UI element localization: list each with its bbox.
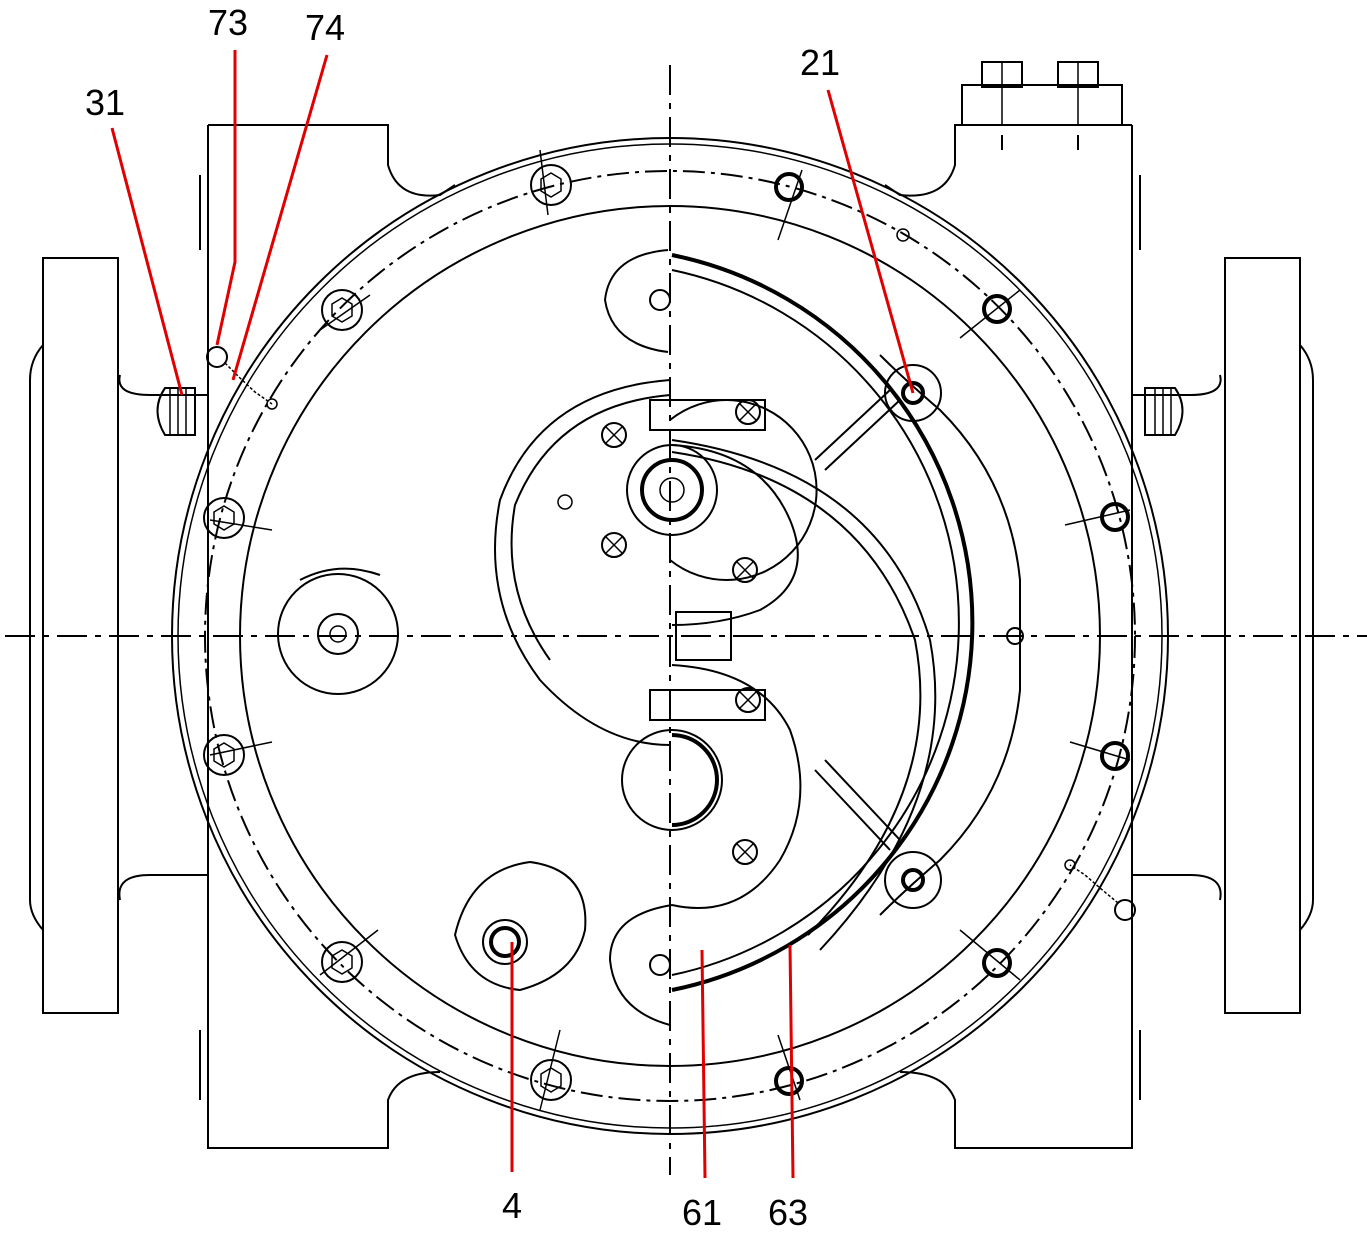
small-bolts xyxy=(557,289,1024,976)
leader-61 xyxy=(700,949,707,1179)
callout-63: 63 xyxy=(768,1192,808,1233)
right-plug xyxy=(1144,387,1184,436)
leader-31 xyxy=(110,127,184,396)
left-cover-bolts xyxy=(203,164,572,1101)
seal-wires xyxy=(206,346,1136,921)
tick-marks xyxy=(209,149,1131,1111)
left-plug xyxy=(156,387,196,436)
callout-21: 21 xyxy=(800,42,840,83)
rotor-chamber xyxy=(671,253,1021,992)
callout-73: 73 xyxy=(208,2,248,43)
callout-61: 61 xyxy=(682,1192,722,1233)
terminal-block xyxy=(961,61,1123,150)
housing xyxy=(118,124,1222,1149)
support-bosses xyxy=(884,364,942,909)
leader-21 xyxy=(826,89,915,394)
lower-left-boss xyxy=(453,860,587,992)
rotor-assembly xyxy=(494,249,937,1026)
leader-73 xyxy=(215,50,237,346)
callout-4: 4 xyxy=(502,1185,522,1226)
callout-labels: 31 73 74 21 4 61 63 xyxy=(85,2,840,1233)
callout-74: 74 xyxy=(305,7,345,48)
left-boss xyxy=(277,567,399,695)
right-cover-holes xyxy=(774,172,1130,1096)
leader-63 xyxy=(788,944,795,1179)
callout-31: 31 xyxy=(85,82,125,123)
leader-lines xyxy=(110,50,915,1179)
leader-74 xyxy=(231,54,329,381)
